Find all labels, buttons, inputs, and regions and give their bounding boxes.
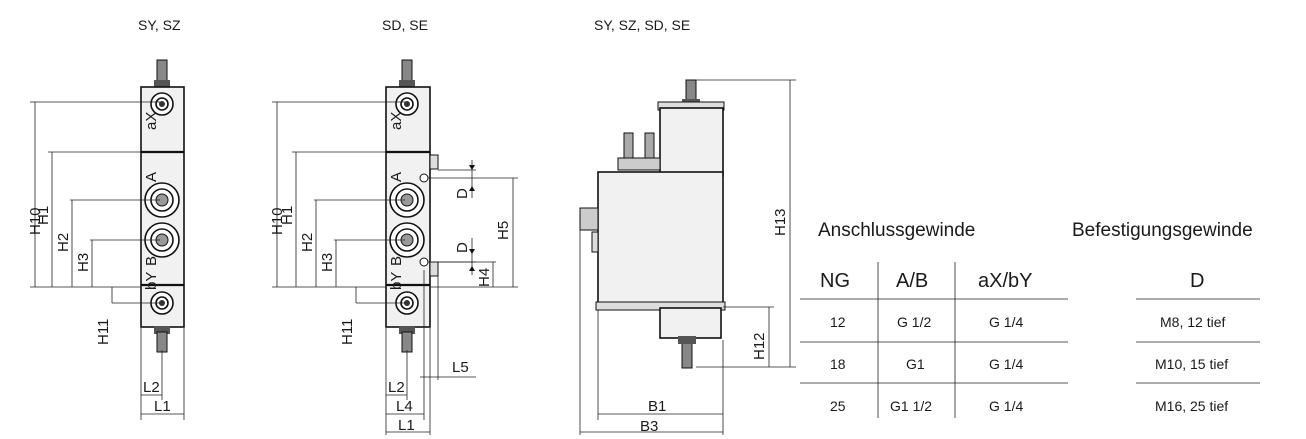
dim-label-l4: L4 [396, 398, 413, 415]
table-ports-header-axby: aX/bY [978, 270, 1032, 292]
table-ports-cell-r2-c0: 25 [830, 398, 846, 414]
view-sy-sz: SY, SZ aX A B bY [27, 17, 185, 420]
dim-label-l2: L2 [143, 379, 160, 396]
table-ports-cell-r0-c1: G 1/2 [897, 314, 931, 330]
bottom-nut [154, 326, 170, 334]
table-ports-cell-r2-c1: G1 1/2 [890, 398, 932, 414]
table-mount-cell-r1: M10, 15 tief [1155, 356, 1228, 372]
arrow-d1-bottom [469, 186, 475, 191]
fitting-right [644, 132, 655, 162]
table-mount-header-d: D [1190, 270, 1204, 292]
dim-label-h2: H2 [55, 233, 72, 252]
main-body [597, 171, 724, 306]
top-nut [399, 80, 415, 88]
side-plug [579, 207, 599, 231]
dim-label-h4: H4 [476, 268, 493, 287]
arrow-d1-top [469, 165, 475, 170]
dim-label-h10: H10 [27, 207, 44, 235]
port-ax-core [159, 101, 165, 107]
dim-label-h1: H1 [279, 206, 296, 225]
side-boss-top [429, 154, 439, 170]
port-ax-core [404, 101, 410, 107]
view-1-title: SY, SZ [138, 17, 181, 33]
bottom-nut [678, 336, 696, 344]
table-ports-cell-r1-c2: G 1/4 [989, 356, 1023, 372]
mount-hole-top [419, 173, 429, 183]
table-ports-cell-r0-c2: G 1/4 [989, 314, 1023, 330]
port-label-a: A [388, 172, 405, 182]
pilot-stem [685, 79, 697, 103]
bottom-stem [401, 331, 413, 353]
view-3-title: SY, SZ, SD, SE [594, 17, 690, 33]
dim-label-b1: B1 [648, 398, 666, 415]
dim-label-d2: D [454, 242, 471, 253]
dim-label-b3: B3 [640, 418, 658, 435]
dim-label-h1: H1 [35, 206, 52, 225]
table-mount-title: Befestigungsgewinde [1072, 220, 1253, 241]
table-mount-cell-r0: M8, 12 tief [1160, 314, 1225, 330]
table-ports-cell-r2-c2: G 1/4 [989, 398, 1023, 414]
table-mounting-threads: Befestigungsgewinde D M8, 12 tief M10, 1… [1072, 220, 1260, 414]
port-label-b: B [143, 256, 160, 266]
mount-hole-bottom [419, 257, 429, 267]
pilot-housing [659, 107, 724, 177]
dim-label-h3: H3 [75, 253, 92, 272]
port-label-ax: aX [388, 112, 405, 130]
dim-label-h12: H12 [751, 332, 768, 360]
table-ports-header-ab: A/B [896, 270, 928, 292]
dim-label-h3: H3 [319, 253, 336, 272]
fitting-left [623, 132, 634, 162]
side-boss-bottom [429, 261, 439, 277]
table-mount-cell-r2: M16, 25 tief [1155, 398, 1228, 414]
dim-label-h11: H11 [95, 319, 112, 345]
dim-label-h13: H13 [772, 208, 789, 236]
arrow-d2-top [469, 249, 475, 254]
view-side: SY, SZ, SD, SE H13 H12 B1 [579, 17, 796, 435]
dim-label-h11: H11 [339, 319, 356, 345]
fitting-base [617, 157, 661, 171]
table-ports-header-ng: NG [820, 270, 850, 292]
view-2-title: SD, SE [382, 17, 428, 33]
table-ports-cell-r1-c1: G1 [906, 356, 925, 372]
dim-label-l2: L2 [388, 379, 405, 396]
top-stem [401, 59, 413, 83]
port-label-by: bY [388, 272, 405, 290]
side-plug-small [591, 231, 599, 253]
port-label-b: B [388, 256, 405, 266]
dim-label-h2: H2 [299, 233, 316, 252]
top-stem [156, 59, 168, 83]
table-ports-cell-r0-c0: 12 [830, 314, 846, 330]
arrow-d2-bottom [469, 266, 475, 271]
table-connection-threads: Anschlussgewinde NG A/B aX/bY 12 G 1/2 G… [800, 220, 1068, 418]
view-sd-se: SD, SE aX A B bY [269, 17, 518, 435]
bottom-block [659, 307, 722, 339]
dim-label-l1: L1 [398, 417, 415, 434]
bottom-nut [399, 326, 415, 334]
port-label-ax: aX [143, 112, 160, 130]
dim-label-d1: D [454, 188, 471, 199]
table-ports-cell-r1-c0: 18 [830, 356, 846, 372]
port-label-by: bY [143, 272, 160, 290]
top-nut [154, 80, 170, 88]
bottom-stem [156, 331, 168, 353]
dim-label-l5: L5 [452, 359, 469, 376]
dim-label-h5: H5 [495, 221, 512, 240]
dim-label-l1: L1 [154, 398, 171, 415]
dim-label-h10: H10 [269, 207, 286, 235]
port-label-a: A [143, 172, 160, 182]
port-by-core [159, 300, 165, 306]
table-ports-title: Anschlussgewinde [818, 220, 975, 241]
port-by-core [404, 300, 410, 306]
